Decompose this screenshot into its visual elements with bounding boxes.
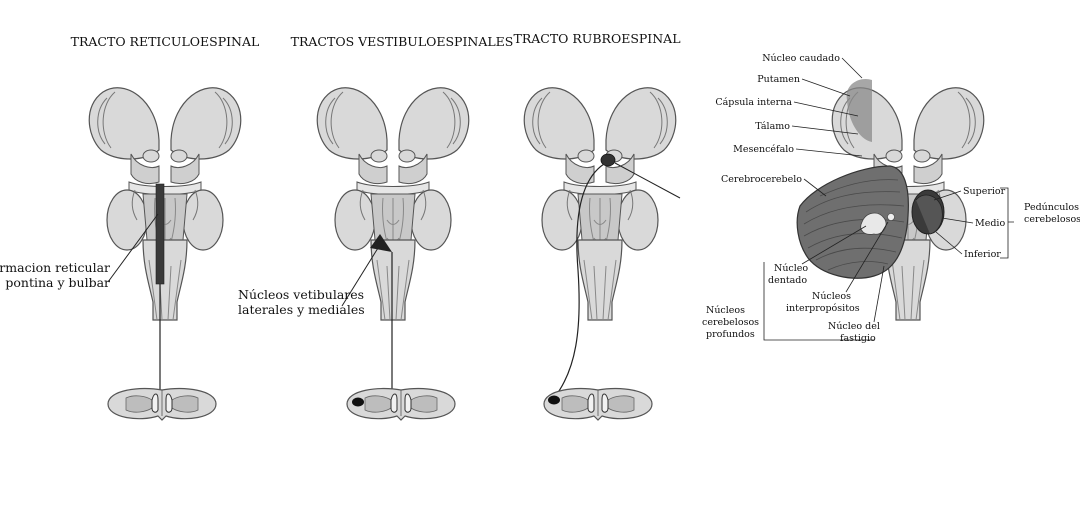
- label-line-2: laterales y mediales: [238, 302, 365, 317]
- label-mesencefalo: Mesencéfalo: [733, 144, 794, 155]
- label-nucleo-caudado: Núcleo caudado: [762, 53, 840, 64]
- panel-cerebellum: Núcleo caudado Putamen Cápsula interna T…: [702, 53, 1080, 344]
- cerebellum-hemisphere: [797, 166, 908, 278]
- spinal-cord-section: [108, 389, 216, 420]
- panel-title: TRACTO RUBROESPINAL: [514, 31, 681, 46]
- label-talamo: Tálamo: [755, 121, 790, 132]
- spinal-cord-section: [347, 389, 455, 420]
- label-cerebrocerebelo: Cerebrocerebelo: [721, 174, 802, 185]
- label-cerebelosos: cerebelosos: [1024, 214, 1080, 225]
- motor-nucleus-mark: [352, 398, 364, 407]
- reticular-formation-mark: [156, 184, 164, 284]
- label-nucleo-dentado-2: dentado: [768, 275, 807, 286]
- panel-vestibuloespinales: TRACTOS VESTIBULOESPINALES Núcleos vetib…: [238, 34, 513, 420]
- interpositus-nucleus: [888, 214, 895, 221]
- brainstem-illustration: [89, 88, 241, 320]
- label-fastigio-2: fastigio: [840, 333, 876, 344]
- label-medio: Medio: [975, 218, 1005, 229]
- label-line-1: Formacion reticular: [0, 260, 110, 275]
- label-pedunculos: Pedúnculos: [1024, 202, 1079, 213]
- label-fastigio-1: Núcleo del: [828, 321, 880, 332]
- label-capsula-interna: Cápsula interna: [715, 97, 792, 108]
- brainstem-illustration: [317, 88, 469, 320]
- label-line-1: Núcleos vetibulares: [238, 287, 364, 302]
- spinal-cord-section: [544, 389, 652, 420]
- panel-title: TRACTOS VESTIBULOESPINALES: [291, 34, 514, 49]
- label-inferior: Inferior: [964, 249, 1001, 260]
- label-profundos-1: Núcleos: [706, 305, 745, 316]
- label-interpositos-2: interpropósitos: [786, 303, 860, 314]
- label-interpositos-1: Núcleos: [812, 291, 851, 302]
- label-profundos-2: cerebelosos: [702, 317, 759, 328]
- label-putamen: Putamen: [757, 74, 800, 85]
- brainstem-illustration: [524, 88, 676, 320]
- panel-reticuloespinal: TRACTO RETICULOESPINAL Formacion reticul…: [0, 34, 259, 420]
- label-superior: Superior: [963, 186, 1006, 197]
- motor-nucleus-mark: [548, 396, 560, 405]
- panel-title: TRACTO RETICULOESPINAL: [71, 34, 260, 49]
- panel-rubroespinal: TRACTO RUBROESPINAL: [514, 31, 681, 420]
- label-line-2: pontina y bulbar: [5, 275, 110, 290]
- label-profundos-3: profundos: [706, 329, 755, 340]
- label-nucleo-dentado-1: Núcleo: [774, 263, 808, 274]
